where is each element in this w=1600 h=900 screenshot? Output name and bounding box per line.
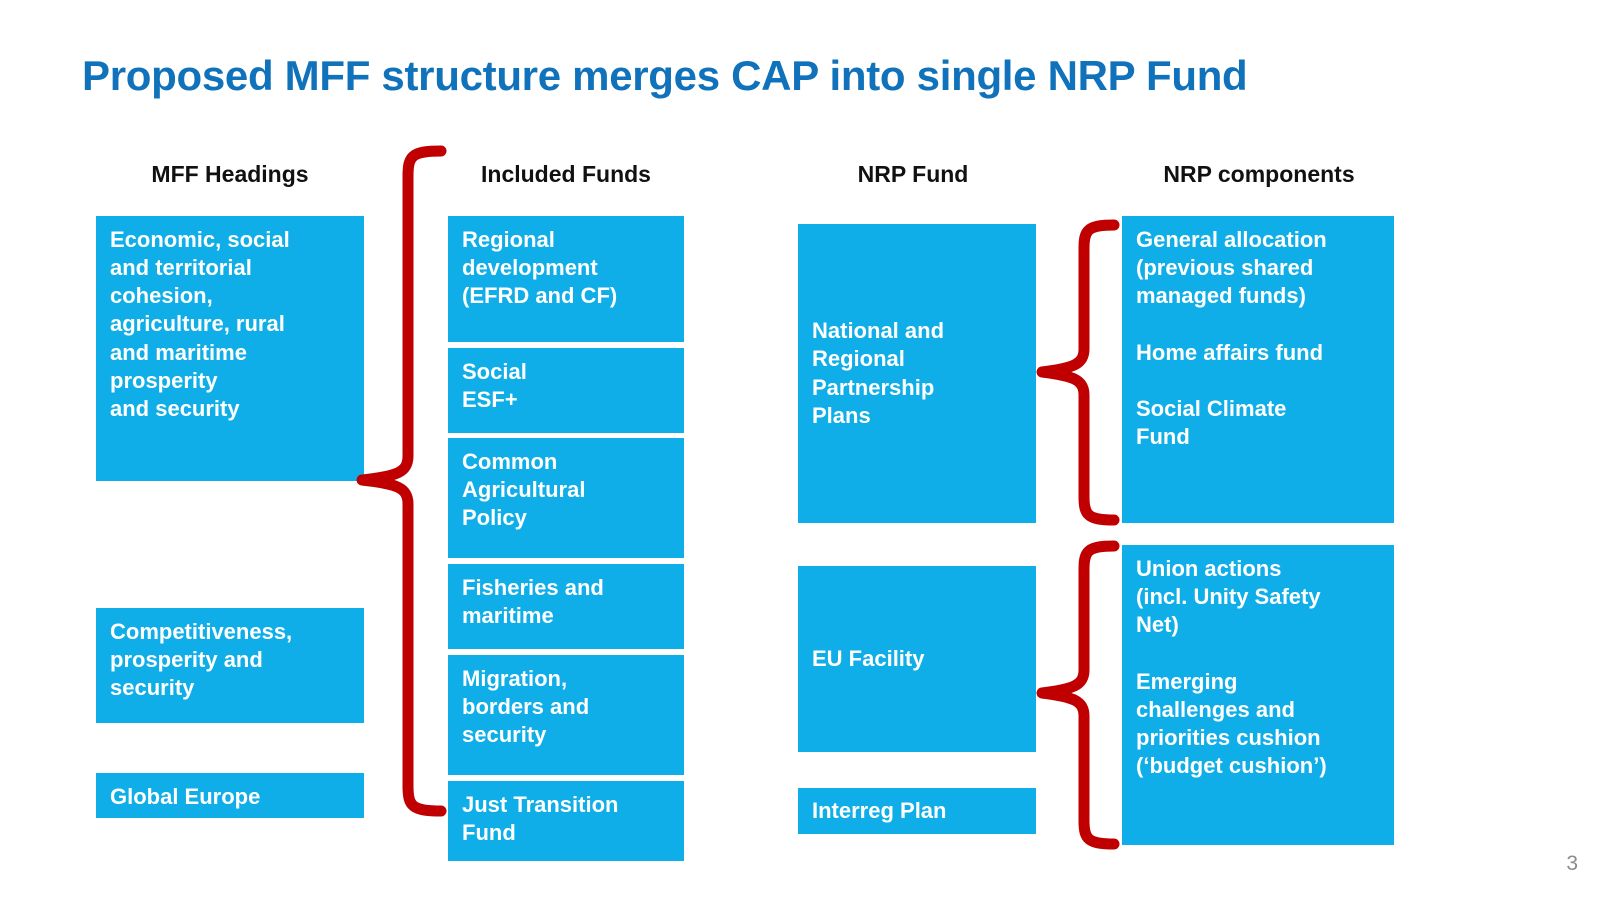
included-fund-box-just-transition-fund: Just Transition Fund <box>448 781 684 861</box>
included-fund-box-regional-development: Regional development (EFRD and CF) <box>448 216 684 342</box>
brace-eu-facility-to-components-icon <box>1036 540 1120 850</box>
brace-nrp-plans-to-components-icon <box>1036 219 1120 526</box>
nrp-component-box-general-allocation: General allocation (previous shared mana… <box>1122 216 1394 523</box>
included-fund-box-common-agricultural-policy: Common Agricultural Policy <box>448 438 684 558</box>
nrp-fund-box-eu-facility: EU Facility <box>798 566 1036 752</box>
included-fund-box-migration-borders-security: Migration, borders and security <box>448 655 684 775</box>
column-header-nrp-fund: NRP Fund <box>857 161 969 187</box>
mff-heading-box-competitiveness: Competitiveness, prosperity and security <box>96 608 364 723</box>
nrp-fund-box-national-regional-partnership-plans: National and Regional Partnership Plans <box>798 224 1036 523</box>
page-number: 3 <box>1566 852 1578 875</box>
included-fund-box-social-esf: Social ESF+ <box>448 348 684 433</box>
included-fund-box-fisheries-maritime: Fisheries and maritime <box>448 564 684 649</box>
column-header-mff-headings: MFF Headings <box>151 161 309 187</box>
mff-heading-box-cohesion: Economic, social and territorial cohesio… <box>96 216 364 481</box>
column-header-included-funds: Included Funds <box>481 161 651 187</box>
nrp-component-box-union-actions: Union actions (incl. Unity Safety Net) E… <box>1122 545 1394 845</box>
column-header-nrp-components: NRP components <box>1163 161 1355 187</box>
mff-heading-box-global-europe: Global Europe <box>96 773 364 818</box>
brace-mff-to-funds-icon <box>356 145 447 817</box>
page-title: Proposed MFF structure merges CAP into s… <box>82 52 1248 99</box>
nrp-fund-box-interreg-plan: Interreg Plan <box>798 788 1036 834</box>
